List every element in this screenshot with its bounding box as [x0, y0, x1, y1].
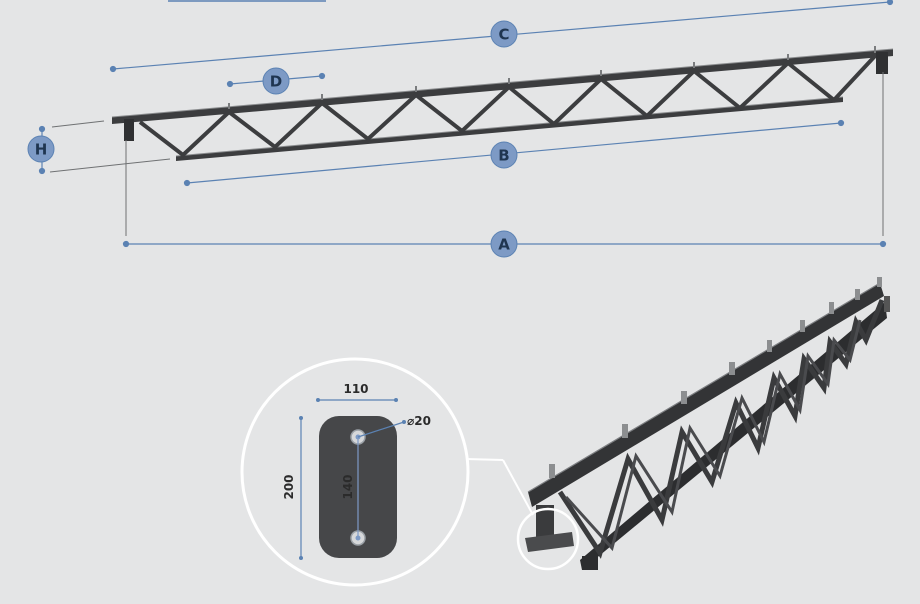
marker-d: D [262, 67, 290, 95]
marker-c: C [490, 20, 518, 48]
left-end-bracket [124, 119, 134, 141]
top-chord [112, 49, 893, 124]
marker-h: H [27, 135, 55, 163]
perspective-web-front [557, 299, 885, 559]
extension-lines [49, 72, 884, 236]
marker-d-label: D [270, 73, 282, 91]
right-end-bracket [876, 52, 888, 74]
plate-width-label: 110 [343, 382, 368, 396]
perspective-base-plate [525, 532, 574, 552]
perspective-web-back [564, 319, 862, 552]
marker-c-label: C [498, 26, 509, 44]
marker-a: A [490, 230, 518, 258]
marker-b: B [490, 141, 518, 169]
hole-spacing-label: 140 [341, 474, 355, 499]
bottom-chord [176, 97, 843, 161]
detail-highlight-circle [516, 507, 580, 571]
top-chord-highlight [111, 48, 894, 118]
hole-diameter-label: ⌀20 [407, 414, 431, 428]
perspective-studs [549, 277, 882, 478]
perspective-right-end [884, 296, 890, 312]
web-diagonals [138, 54, 877, 158]
plate-detail: 110 ⌀20 200 140 [240, 357, 470, 587]
marker-a-label: A [498, 236, 510, 254]
marker-b-label: B [498, 147, 509, 165]
detail-connector-b [502, 459, 534, 516]
marker-h-label: H [35, 141, 48, 159]
perspective-top-chord [528, 283, 884, 507]
truss-side-view [111, 46, 894, 161]
bottom-chord-highlight [175, 96, 844, 157]
top-studs [228, 46, 876, 109]
truss-perspective-view [465, 277, 890, 571]
detail-connector-a [465, 458, 504, 461]
diameter-leader [357, 421, 405, 438]
perspective-bottom-end [582, 556, 598, 570]
perspective-top-chord-edge [527, 282, 881, 493]
plate-height-label: 200 [282, 474, 296, 499]
dimension-lines [38, 0, 894, 248]
